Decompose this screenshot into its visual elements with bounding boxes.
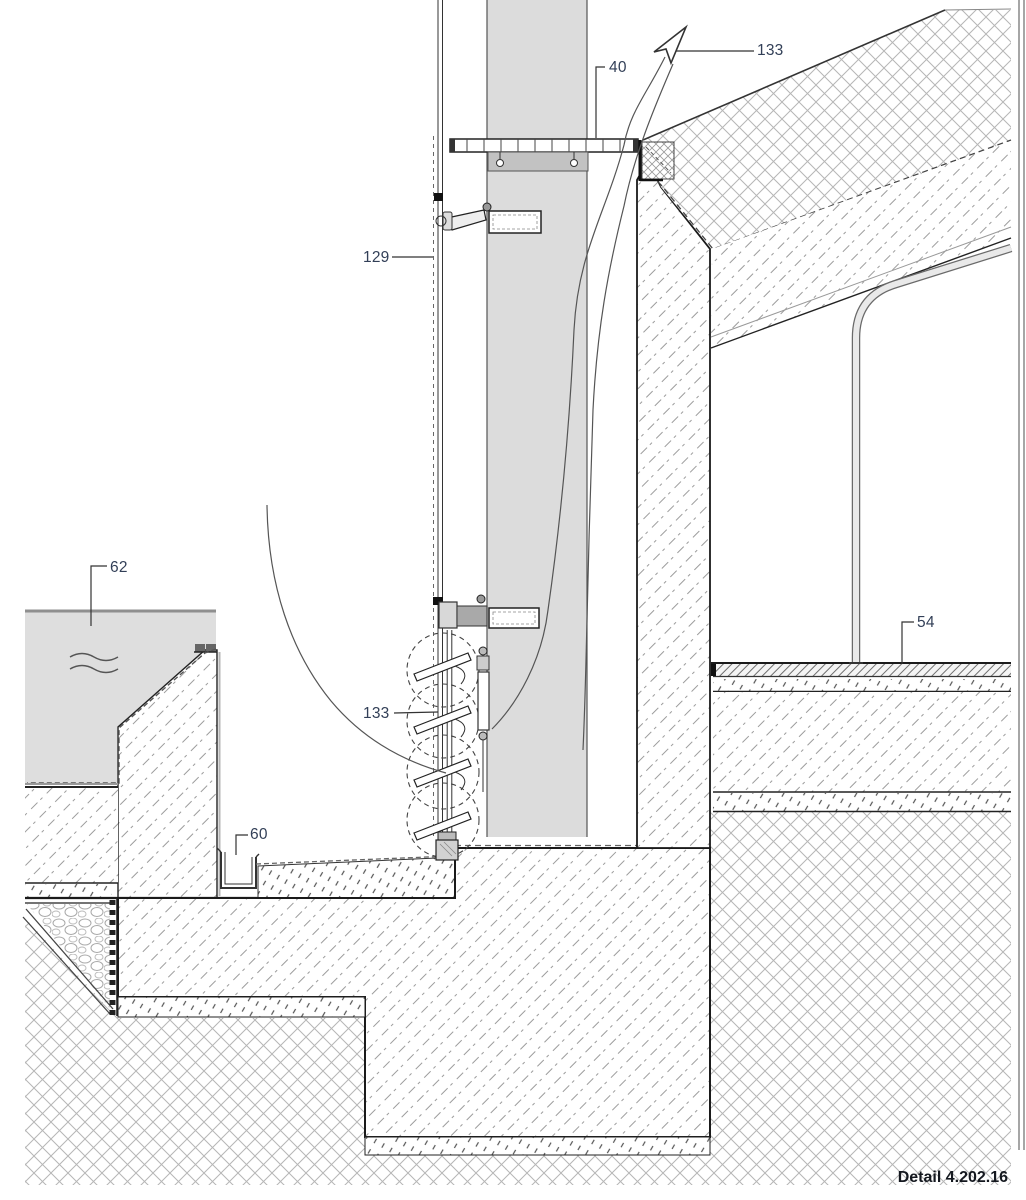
flow-arrow-icon <box>653 24 688 66</box>
ceiling-line <box>710 237 1012 349</box>
upper-fixing-bracket <box>435 202 542 234</box>
excavation-membrane-line <box>25 908 114 1010</box>
rainwater-pipe <box>849 243 1013 664</box>
water-basin <box>25 609 216 783</box>
roof-slab <box>710 141 1012 349</box>
callout-vent-flap: 133 <box>757 42 784 59</box>
swing-arcs <box>266 56 674 774</box>
louver-actuator <box>476 646 490 792</box>
leader-lines <box>90 50 914 855</box>
timber-slat-board <box>449 138 639 172</box>
louver-assembly <box>406 630 490 861</box>
fixing-plate <box>487 151 589 172</box>
louver-blade <box>413 811 472 841</box>
callout-water-basin: 62 <box>110 559 128 576</box>
interior-floor-buildup <box>711 662 1011 813</box>
callout-screed: 54 <box>917 614 935 631</box>
soil-crosshatch <box>25 812 1011 1185</box>
water-wave-icon <box>69 664 119 674</box>
edge-angle-block <box>638 140 675 182</box>
sheet-edge <box>1018 0 1025 1150</box>
basin-floor-slab <box>25 783 455 900</box>
callout-channel: 60 <box>250 826 268 843</box>
callout-tension-rod: 129 <box>363 249 390 266</box>
central-column <box>486 0 588 837</box>
foundation-footing <box>117 844 711 1156</box>
louver-blade <box>413 705 472 738</box>
louver-blade <box>413 758 472 791</box>
floor-slab <box>713 692 1011 792</box>
callout-louver: 133 <box>363 705 390 722</box>
mortar-bed <box>255 855 456 899</box>
floor-screed-layer <box>713 664 1011 676</box>
louver-blade <box>413 652 472 685</box>
floor-insulation-layer <box>713 679 1011 691</box>
masonry-pier <box>636 170 711 1137</box>
lower-fixing-bracket <box>438 594 540 629</box>
floor-blinding-layer <box>713 793 1011 811</box>
sheet-title: Detail 4.202.16 <box>897 1169 1008 1186</box>
drainage-channel <box>216 847 260 889</box>
callout-roof-board: 40 <box>609 59 627 76</box>
louver-pedestal <box>435 839 459 861</box>
water-wave-icon <box>69 652 119 662</box>
